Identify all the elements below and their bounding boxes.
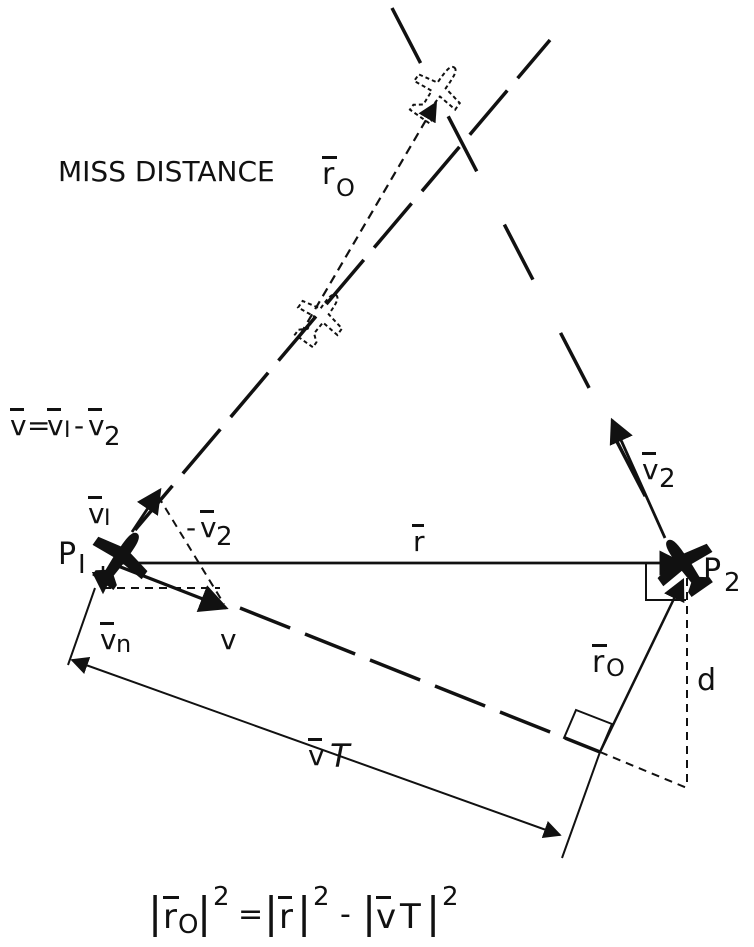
r0-projection-dashed <box>299 101 438 336</box>
airplane-p2-icon <box>657 539 713 598</box>
v2-vector-arrow <box>609 417 667 539</box>
extension-dashed <box>599 751 688 789</box>
p2-track-line <box>390 7 670 541</box>
ghost-plane-top-icon <box>408 65 462 125</box>
airplane-p1-icon <box>92 532 148 591</box>
right-angle-marker-p2 <box>645 563 686 601</box>
d-label: d <box>697 663 717 698</box>
relative-motion-line <box>239 606 601 754</box>
miss-distance-title: MISS DISTANCE <box>58 155 275 188</box>
vt-extension-right <box>561 751 601 859</box>
r0-vector-arrow <box>598 577 685 753</box>
v-label: v <box>220 623 237 656</box>
right-angle-marker-bottom <box>562 708 614 754</box>
vt-dimension-arrow <box>70 656 562 839</box>
v1-vector-arrow <box>130 487 162 533</box>
relative-path-line <box>133 38 552 532</box>
vt-extension-left <box>67 587 96 666</box>
ghost-plane-middle-icon <box>293 293 344 349</box>
